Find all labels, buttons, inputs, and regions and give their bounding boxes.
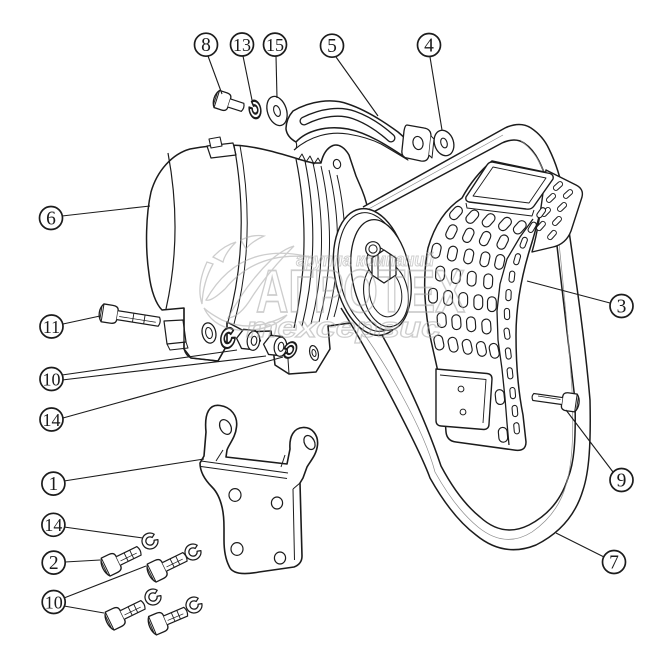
svg-text:5: 5 [327,36,337,57]
svg-text:6: 6 [46,208,56,229]
svg-text:14: 14 [43,410,61,430]
svg-text:2: 2 [49,553,59,574]
svg-text:3: 3 [617,296,627,317]
svg-text:техсервис: техсервис [246,312,441,344]
svg-text:9: 9 [617,470,627,491]
svg-text:1: 1 [49,474,59,495]
svg-text:4: 4 [424,35,434,56]
svg-text:8: 8 [201,35,211,56]
svg-text:10: 10 [43,369,61,389]
svg-text:11: 11 [43,317,60,337]
svg-text:10: 10 [45,592,63,612]
svg-text:15: 15 [266,35,284,55]
svg-text:7: 7 [609,552,619,573]
svg-text:14: 14 [44,515,62,535]
svg-text:13: 13 [233,35,251,55]
